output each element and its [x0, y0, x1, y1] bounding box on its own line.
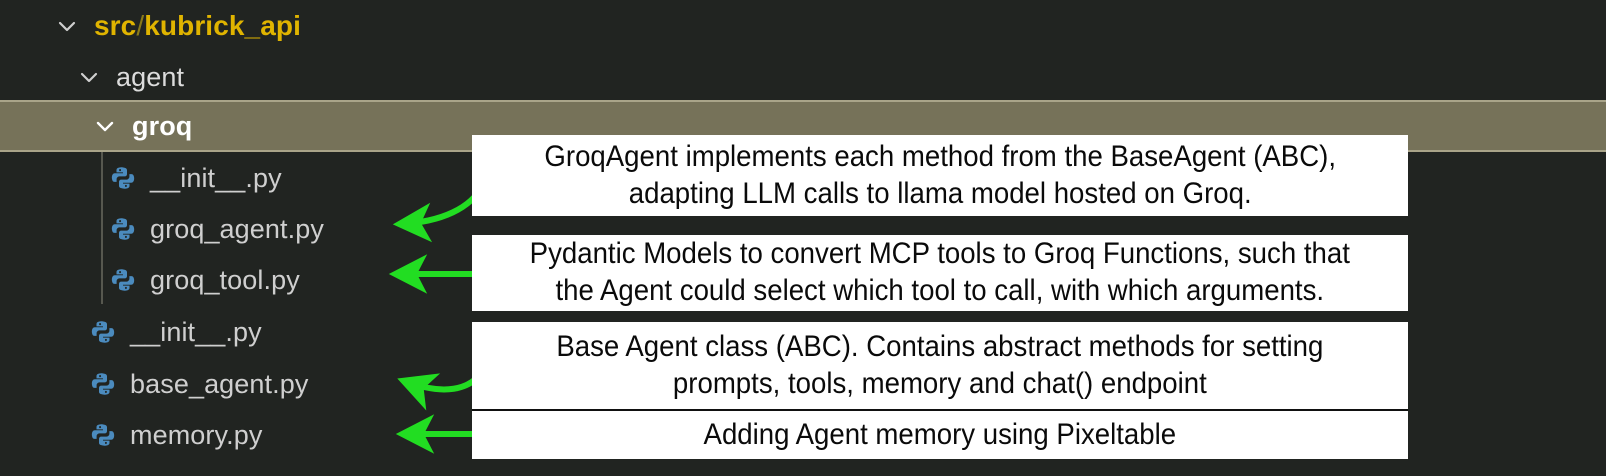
tree-row-root[interactable]: src/kubrick_api [0, 0, 1606, 52]
tree-row-agent-label: agent [116, 61, 185, 92]
tree-row-base-agent[interactable]: base_agent.py [0, 358, 1606, 410]
tree-root-label: src/kubrick_api [94, 10, 301, 42]
tree-root-separator: / [136, 10, 145, 41]
python-file-icon [88, 369, 118, 399]
callout-groq-tool: Pydantic Models to convert MCP tools to … [472, 235, 1408, 311]
chevron-down-icon[interactable] [90, 111, 120, 141]
tree-row-agent-init-label: __init__.py [130, 316, 262, 347]
tree-row-memory[interactable]: memory.py [0, 409, 1606, 461]
tree-indent-guide [101, 152, 103, 304]
tree-root-prefix: src [94, 10, 137, 41]
tree-row-groq-agent-label: groq_agent.py [150, 213, 324, 244]
callout-groq-agent-line2: adapting LLM calls to llama model hosted… [628, 176, 1252, 210]
python-file-icon [108, 163, 138, 193]
tree-row-groq-init[interactable]: __init__.py [0, 152, 1606, 204]
callout-memory-line1: Adding Agent memory using Pixeltable [703, 417, 1177, 451]
chevron-down-icon[interactable] [74, 62, 104, 92]
python-file-icon [108, 214, 138, 244]
tree-row-memory-label: memory.py [130, 419, 263, 450]
callout-base-agent-line2: prompts, tools, memory and chat() endpoi… [673, 366, 1207, 400]
tree-row-agent-init[interactable]: __init__.py [0, 306, 1606, 358]
python-file-icon [88, 317, 118, 347]
python-file-icon [108, 265, 138, 295]
callout-memory: Adding Agent memory using Pixeltable [472, 411, 1408, 459]
tree-row-groq-tool[interactable]: groq_tool.py [0, 254, 1606, 306]
callout-groq-tool-line2: the Agent could select which tool to cal… [555, 274, 1325, 307]
callout-base-agent: Base Agent class (ABC). Contains abstrac… [472, 322, 1408, 411]
tree-row-groq-init-label: __init__.py [150, 162, 282, 193]
tree-row-groq-label: groq [132, 110, 193, 141]
tree-row-groq-tool-label: groq_tool.py [150, 264, 300, 295]
tree-row-groq-agent[interactable]: groq_agent.py [0, 203, 1606, 255]
tree-row-base-agent-label: base_agent.py [130, 368, 309, 399]
python-file-icon [88, 420, 118, 450]
tree-root-main: kubrick_api [144, 10, 301, 41]
callout-groq-agent: GroqAgent implements each method from th… [472, 135, 1408, 216]
tree-row-agent[interactable]: agent [0, 51, 1606, 103]
callout-groq-agent-line1: GroqAgent implements each method from th… [544, 139, 1336, 173]
callout-base-agent-line1: Base Agent class (ABC). Contains abstrac… [556, 329, 1324, 363]
callout-groq-tool-line1: Pydantic Models to convert MCP tools to … [529, 237, 1351, 271]
chevron-down-icon[interactable] [52, 11, 82, 41]
